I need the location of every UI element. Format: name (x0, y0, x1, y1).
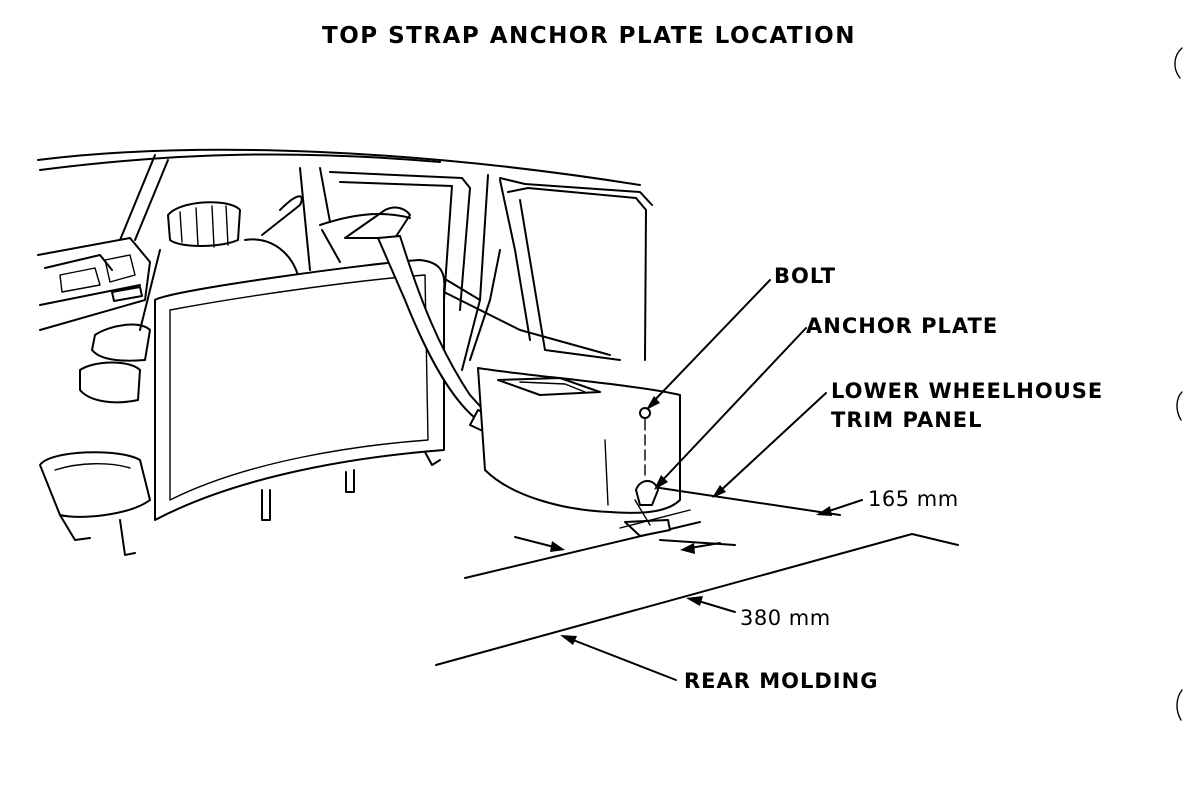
dimension-165-label: 165 mm (868, 487, 959, 511)
seat-cushions (39, 323, 151, 556)
leader-lines (514, 279, 863, 681)
rear-molding-label: REAR MOLDING (684, 669, 879, 693)
dimension-380-label: 380 mm (740, 606, 831, 630)
wheelhouse-trim-panel (477, 367, 681, 514)
bolt-label: BOLT (774, 264, 837, 288)
bolt-and-anchor-plate (619, 407, 691, 537)
rear-seat-back (154, 206, 446, 521)
diagram-title: TOP STRAP ANCHOR PLATE LOCATION (322, 23, 856, 49)
front-seat (139, 195, 303, 331)
margin-marks (1174, 47, 1183, 721)
trim-panel-label-line1: LOWER WHEELHOUSE (831, 379, 1104, 403)
vehicle-body (37, 148, 653, 371)
anchor-plate-label: ANCHOR PLATE (806, 314, 999, 338)
trim-panel-label-line2: TRIM PANEL (831, 408, 983, 432)
